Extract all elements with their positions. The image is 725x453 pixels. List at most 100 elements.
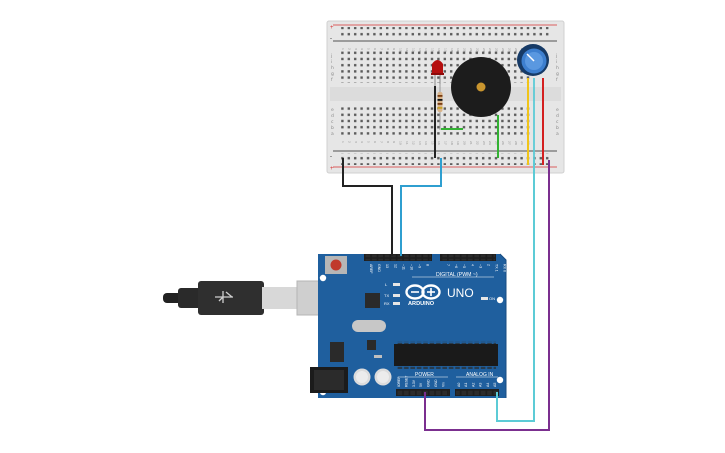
digital-pin-label: ~10 [410, 264, 414, 270]
analog-pin-label: A5 [493, 383, 497, 387]
crystal-oscillator [352, 320, 386, 332]
column-number: 16 [437, 141, 441, 145]
wire-blue-digital[interactable] [400, 158, 442, 256]
row-letter: f [331, 77, 333, 83]
column-number: 18 [450, 48, 454, 52]
row-letters-right: j i h g f e d c b a [555, 53, 559, 137]
brand-label: ARDUINO [408, 301, 435, 307]
led-rx [393, 302, 400, 305]
digital-pin-label: ~3 [478, 264, 482, 268]
column-number: 9 [392, 141, 396, 143]
row-letter: g [556, 72, 559, 77]
resistor[interactable] [437, 84, 443, 130]
column-number: 26 [501, 141, 505, 145]
column-number: 14 [424, 48, 428, 52]
row-letter: a [331, 132, 334, 137]
row-letter: g [331, 72, 334, 77]
usb-cable [163, 280, 346, 316]
analog-pin-label: A1 [464, 383, 468, 387]
column-number: 3 [354, 141, 358, 143]
power-pin-label: GND [434, 379, 438, 387]
column-number: 24 [488, 48, 492, 52]
power-pin-label: 5V [419, 382, 423, 387]
wire-black-gnd[interactable] [342, 158, 393, 256]
usb-icon [215, 291, 233, 303]
row-letter: f [556, 77, 558, 83]
column-number: 3 [354, 48, 358, 50]
column-number: 16 [437, 48, 441, 52]
column-number: 28 [514, 141, 518, 145]
small-component [374, 355, 382, 358]
column-number: 28 [514, 48, 518, 52]
reset-button[interactable] [330, 259, 342, 271]
power-pin-label: GND [427, 379, 431, 387]
row-letters-left: j i h g f e d c b a [330, 53, 334, 137]
column-number: 2 [347, 48, 351, 50]
column-number: 29 [520, 141, 524, 145]
row-letter: c [331, 120, 334, 125]
row-letter: h [331, 65, 334, 71]
column-number: 10 [399, 48, 403, 52]
column-number: 8 [386, 48, 390, 50]
digital-pin-label: ~9 [418, 264, 422, 268]
column-number: 19 [456, 141, 460, 145]
led-rx-label: RX [384, 301, 390, 306]
column-number: 25 [495, 141, 499, 145]
potentiometer[interactable] [517, 44, 549, 76]
wire-cyan-analog[interactable] [496, 160, 535, 422]
power-pin-label: 3.3V [412, 379, 416, 387]
column-number: 23 [482, 141, 486, 145]
piezo-buzzer[interactable] [451, 57, 511, 158]
column-number: 12 [411, 141, 415, 145]
power-pin-label: RESET [404, 376, 408, 387]
logo-infinity-right [421, 284, 441, 300]
top-rail-holes-b [340, 33, 552, 39]
digital-pin-label: ~11 [401, 264, 405, 270]
arduino-logo: ARDUINO UNO [405, 284, 474, 307]
row-letter: c [556, 120, 559, 125]
row-letter: j [555, 53, 557, 59]
resistor-band [437, 99, 443, 101]
column-number: 12 [411, 48, 415, 52]
digital-pin-label: ~6 [454, 264, 458, 268]
row-letter: b [331, 125, 334, 131]
column-number: 17 [443, 141, 447, 145]
board-edge [499, 253, 507, 398]
power-jack-inner [314, 370, 344, 390]
row-letter: a [556, 132, 559, 137]
row-letter: d [556, 113, 559, 119]
column-number: 22 [475, 141, 479, 145]
atmega-pins-top [396, 341, 496, 344]
column-number: 6 [373, 141, 377, 143]
potentiometer-indicator [526, 53, 535, 62]
usb-chip [365, 293, 380, 308]
row-letter: b [556, 125, 559, 131]
power-header-holes [397, 389, 449, 396]
column-number: 24 [488, 141, 492, 145]
bottom-rail-plus-label: + [330, 166, 334, 172]
atmega-pins-bottom [396, 366, 496, 369]
digital-header-label: DIGITAL (PWM ~) [436, 272, 478, 278]
digital-pin-label: 7 [446, 264, 450, 266]
analog-pin-label: A4 [486, 383, 490, 387]
column-number: 26 [501, 48, 505, 52]
usb-plug-body [198, 281, 264, 315]
led[interactable] [431, 60, 444, 86]
wire-purple-power[interactable] [424, 160, 550, 431]
bottom-rail-holes-b [340, 159, 552, 165]
led-body [432, 60, 443, 74]
column-number: 9 [392, 48, 396, 50]
usb-strain-relief [178, 288, 202, 308]
led-on-label: ON [489, 296, 495, 301]
led-tx-label: TX [384, 293, 389, 298]
column-number: 11 [405, 48, 409, 52]
digital-pin-label: 2 [487, 264, 491, 266]
column-number: 8 [386, 141, 390, 143]
power-header-label: POWER [415, 372, 434, 378]
led-l [393, 283, 400, 286]
